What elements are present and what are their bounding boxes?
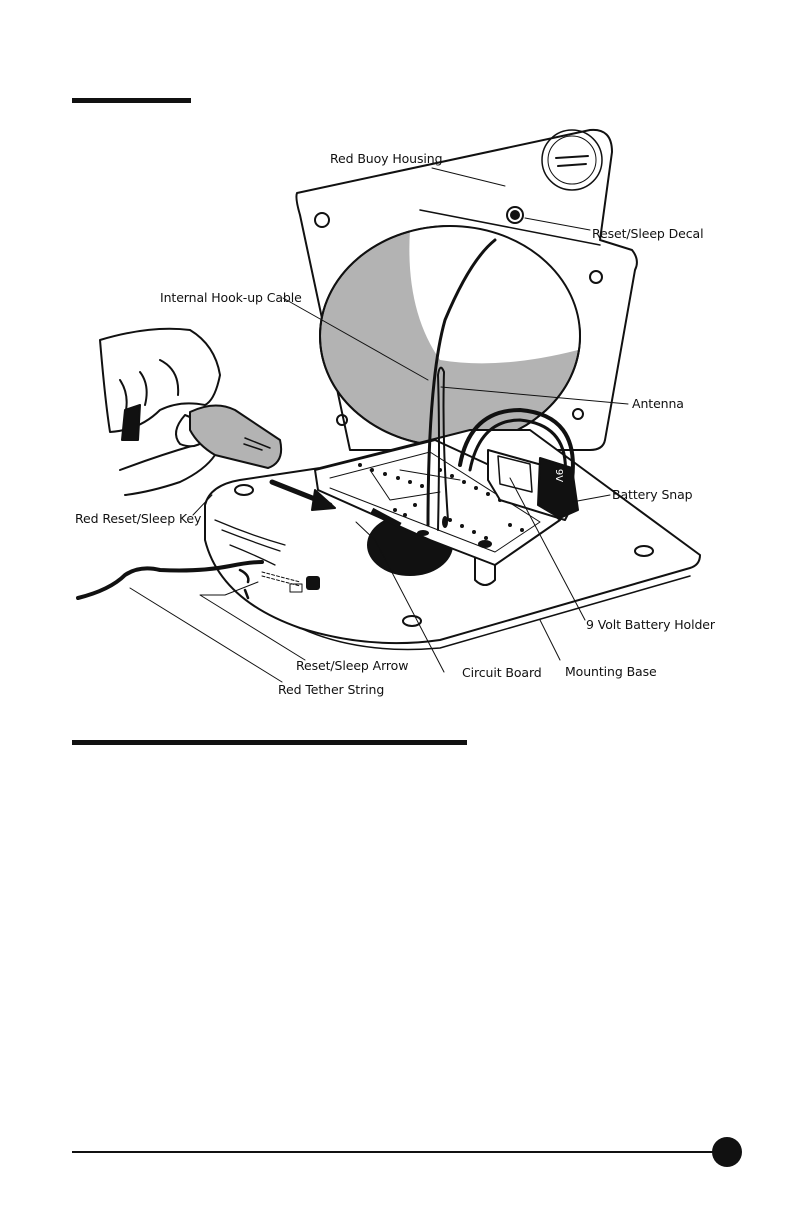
callout-red-tether-string: Red Tether String xyxy=(278,683,384,697)
battery-label: 9V xyxy=(553,469,564,482)
callout-red-buoy-housing: Red Buoy Housing xyxy=(330,152,442,166)
page-number-dot xyxy=(712,1137,742,1167)
section-heading-rule xyxy=(72,740,467,745)
callout-red-reset-sleep-key: Red Reset/Sleep Key xyxy=(75,512,201,526)
callout-reset-sleep-decal: Reset/Sleep Decal xyxy=(592,227,703,241)
reset-sleep-decal-dot xyxy=(511,211,519,219)
assembly-illustration xyxy=(0,0,793,720)
callout-reset-sleep-arrow: Reset/Sleep Arrow xyxy=(296,659,408,673)
footer-rule xyxy=(72,1151,720,1153)
callout-mounting-base: Mounting Base xyxy=(565,665,657,679)
callout-battery-snap: Battery Snap xyxy=(612,488,693,502)
callout-circuit-board: Circuit Board xyxy=(462,666,542,680)
callout-antenna: Antenna xyxy=(632,397,684,411)
callout-9-volt-battery-holder: 9 Volt Battery Holder xyxy=(586,618,715,632)
reset-sleep-key xyxy=(190,405,281,468)
callout-internal-hookup-cable: Internal Hook-up Cable xyxy=(160,291,302,305)
